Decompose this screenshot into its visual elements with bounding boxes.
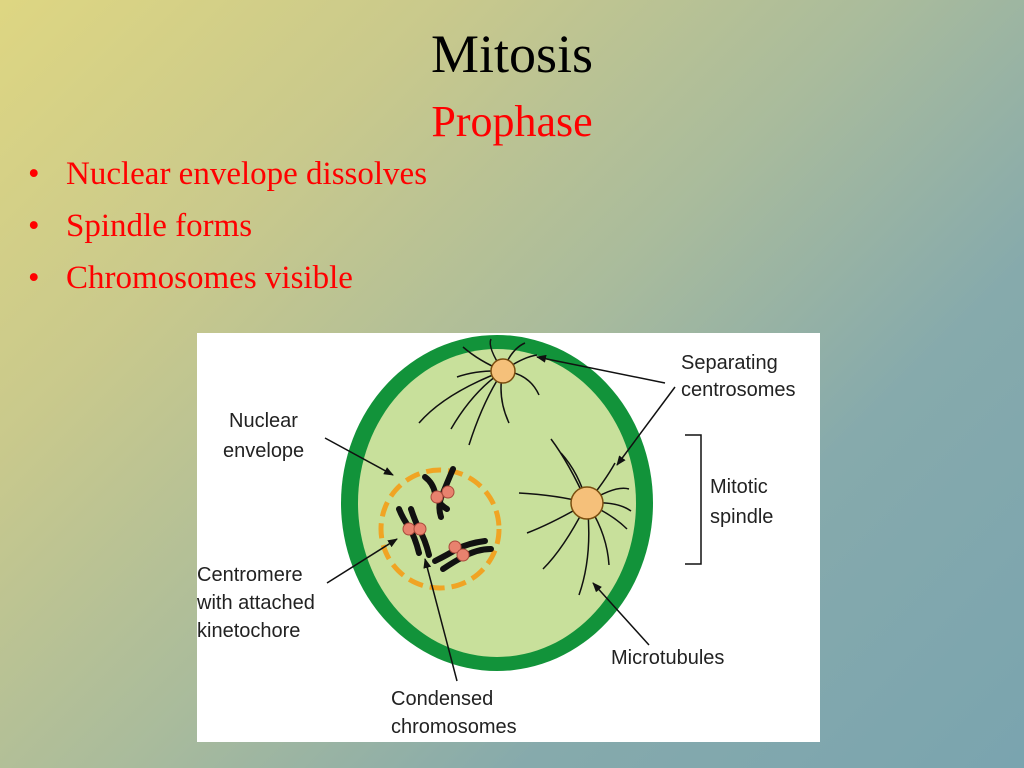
- bullet-text: Spindle forms: [66, 208, 253, 244]
- arrow-separating-right: [616, 386, 676, 466]
- centrosome-top: [490, 358, 516, 384]
- arrow-condensed: [423, 558, 458, 682]
- arrow-nuclear-envelope: [324, 437, 394, 476]
- bullet-dot-icon: •: [28, 208, 40, 244]
- slide-subtitle: Prophase: [431, 97, 593, 146]
- arrow-separating-top: [536, 354, 666, 384]
- arrow-microtubules: [592, 582, 650, 646]
- centromere-dot: [441, 485, 455, 499]
- slide-title: Mitosis: [430, 24, 594, 84]
- cytoplasm: [358, 349, 636, 657]
- centromere-dot: [430, 490, 444, 504]
- bullet-item: • Nuclear envelope dissolves: [28, 148, 427, 200]
- centrosome-right: [570, 486, 604, 520]
- centromere-dot: [413, 522, 427, 536]
- spindle-bracket: [685, 434, 702, 565]
- bullet-dot-icon: •: [28, 260, 40, 296]
- arrow-centromere: [326, 538, 398, 584]
- centromeres: [402, 485, 470, 562]
- bullet-item: • Spindle forms: [28, 200, 427, 252]
- bullet-text: Chromosomes visible: [66, 260, 353, 296]
- centromere-dot: [456, 548, 470, 562]
- label-microtubules: Microtubules: [611, 647, 724, 669]
- bullet-item: • Chromosomes visible: [28, 252, 427, 304]
- leader-arrows: [324, 354, 676, 682]
- nuclear-envelope: [378, 467, 502, 591]
- bullet-text: Nuclear envelope dissolves: [66, 156, 428, 192]
- centromere-dot: [402, 522, 416, 536]
- bullet-dot-icon: •: [28, 156, 40, 192]
- bullet-list: • Nuclear envelope dissolves • Spindle for…: [28, 148, 427, 304]
- centromere-dot: [448, 540, 462, 554]
